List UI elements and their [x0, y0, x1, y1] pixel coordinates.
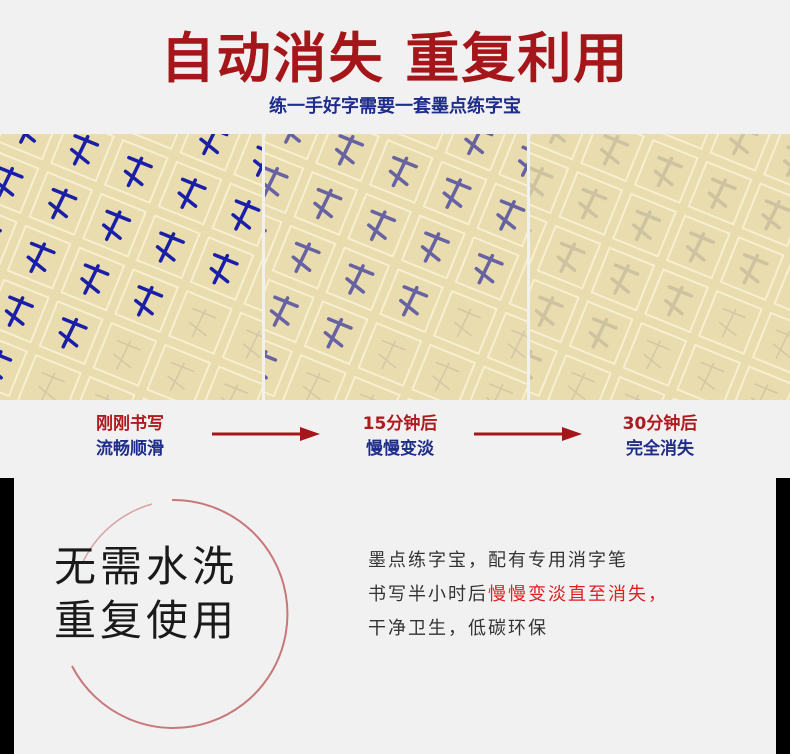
arrow-right-icon — [212, 427, 320, 441]
feature-section: 无需水洗 重复使用 墨点练字宝，配有专用消字笔 书写半小时后慢慢变淡直至消失， … — [14, 478, 776, 754]
practice-panel-fading — [265, 134, 527, 400]
practice-sheet-image — [265, 134, 527, 400]
description-line-2: 书写半小时后慢慢变淡直至消失， — [368, 578, 768, 612]
stage-caption-1: 刚刚书写 流畅顺滑 — [60, 412, 200, 462]
page-subtitle: 练一手好字需要一套墨点练字宝 — [269, 96, 521, 117]
stage-caption-3: 30分钟后 完全消失 — [590, 412, 730, 462]
stage-time: 30分钟后 — [622, 414, 698, 434]
description-line-3: 干净卫生，低碳环保 — [368, 618, 548, 639]
stage-state: 慢慢变淡 — [366, 439, 434, 459]
stage-caption-2: 15分钟后 慢慢变淡 — [330, 412, 470, 462]
practice-panel-vanished — [530, 134, 790, 400]
brush-circle-icon — [71, 498, 289, 729]
stage-state: 完全消失 — [626, 439, 694, 459]
arrow-right-icon — [474, 427, 582, 441]
description-line-1: 墨点练字宝，配有专用消字笔 — [368, 550, 628, 571]
practice-panel-fresh — [0, 134, 262, 400]
feature-description: 墨点练字宝，配有专用消字笔 书写半小时后慢慢变淡直至消失， 干净卫生，低碳环保 — [368, 544, 768, 646]
stage-state: 流畅顺滑 — [96, 439, 164, 459]
description-highlight: 慢慢变淡直至消失， — [488, 584, 668, 605]
feature-line-2: 重复使用 — [54, 596, 239, 645]
stage-time: 15分钟后 — [362, 414, 438, 434]
practice-sheet-image — [0, 134, 262, 400]
top-section: 自动消失 重复利用 练一手好字需要一套墨点练字宝 刚刚书写 流畅顺滑 15分钟后… — [0, 0, 790, 478]
practice-sheet-image — [530, 134, 790, 400]
page-title: 自动消失 重复利用 — [160, 27, 630, 90]
description-prefix: 书写半小时后 — [368, 584, 488, 605]
stage-time: 刚刚书写 — [96, 414, 164, 434]
feature-line-1: 无需水洗 — [54, 542, 239, 591]
